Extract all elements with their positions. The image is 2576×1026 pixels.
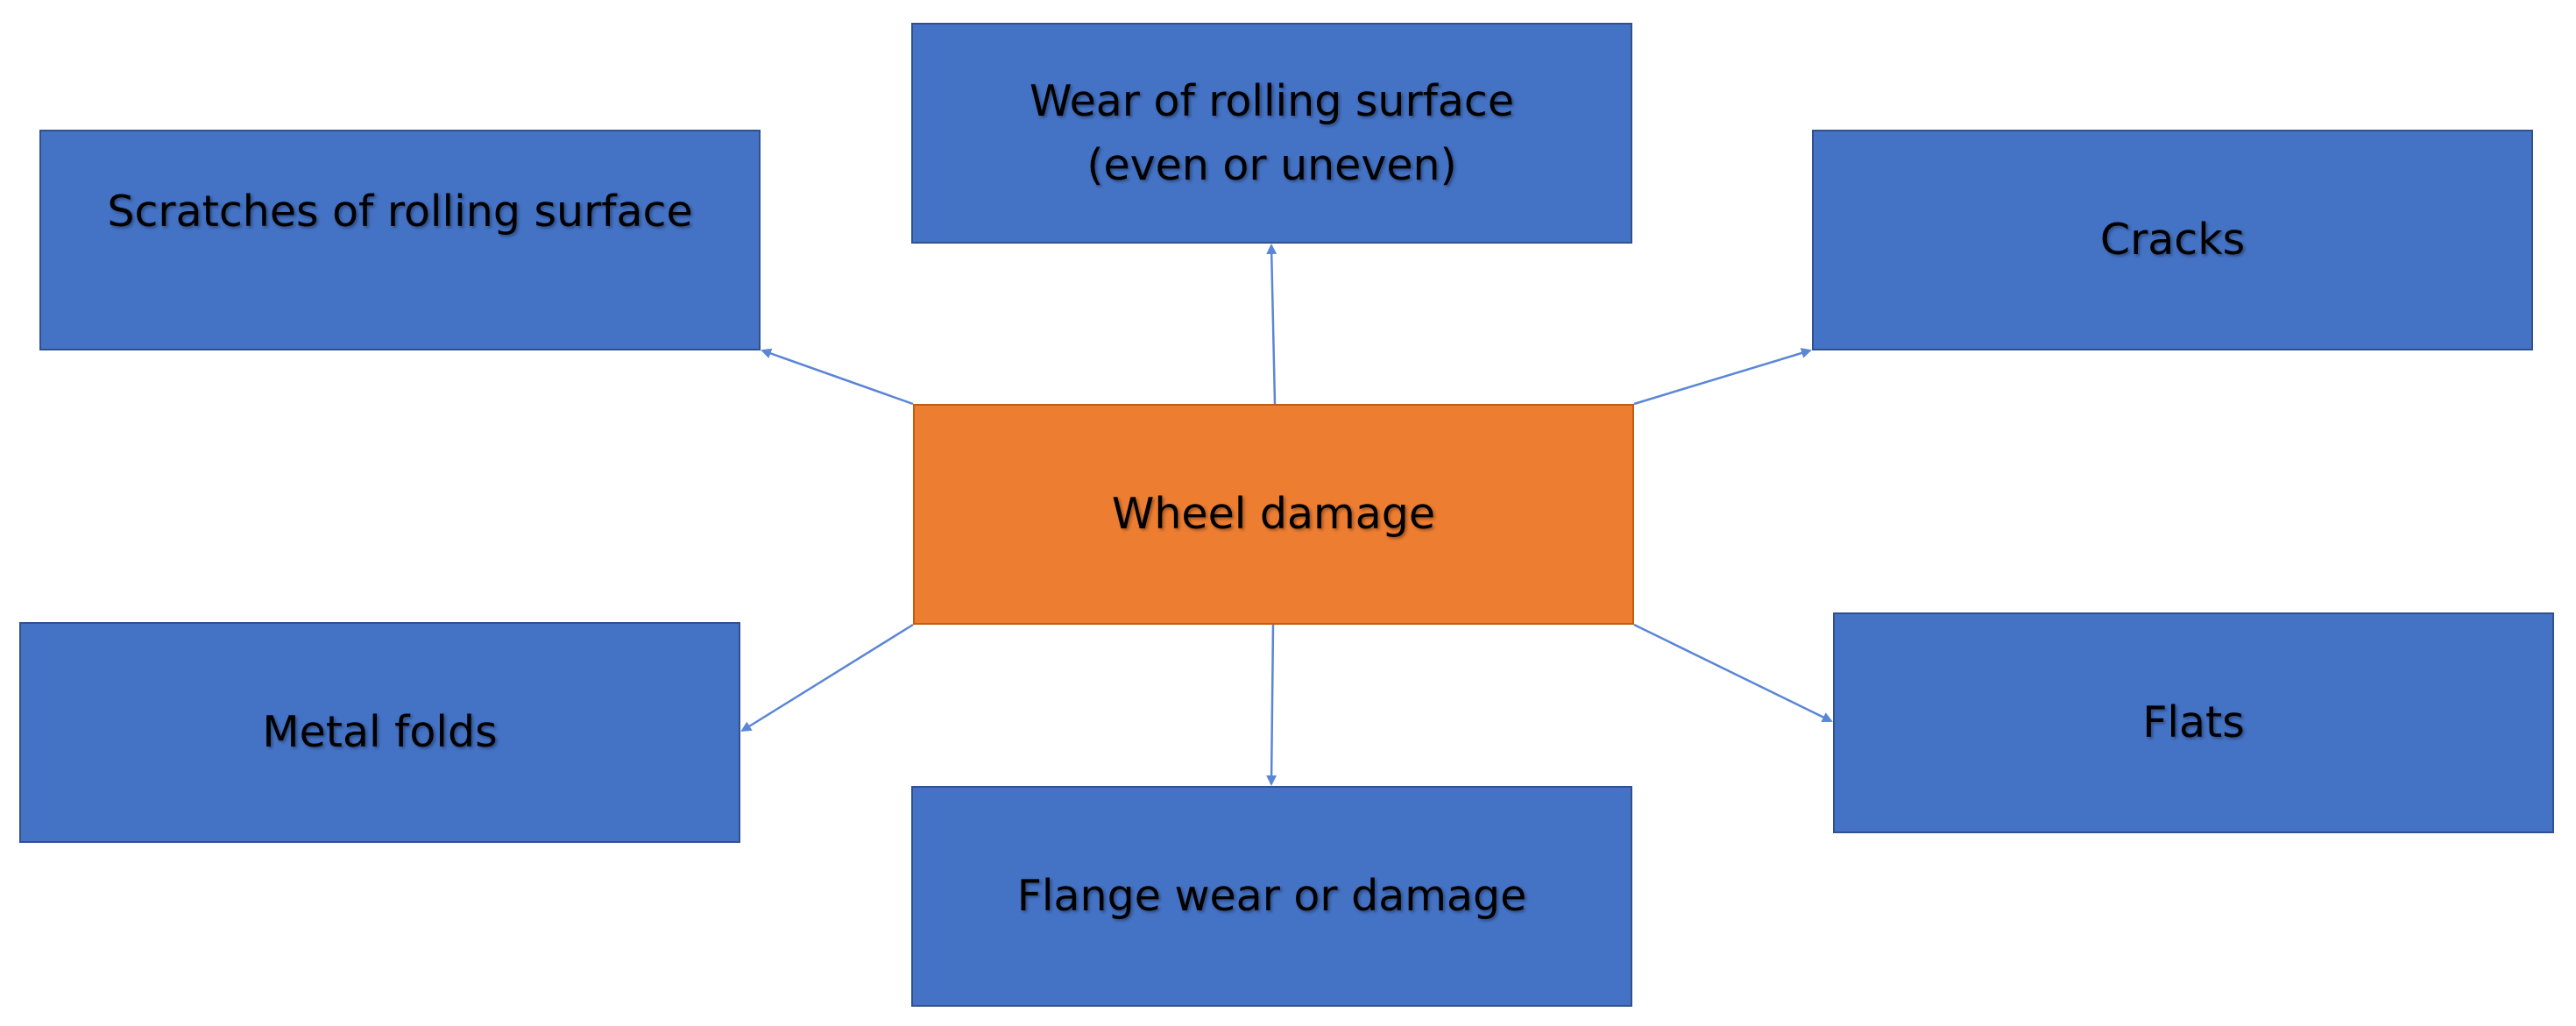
node-label: Scratches of rolling surface — [107, 187, 693, 237]
node-metal-folds: Metal folds — [19, 622, 740, 843]
node-flats: Flats — [1833, 612, 2554, 833]
arrow-to-metal-folds — [740, 623, 914, 732]
node-wear-of-rolling-surface: Wear of rolling surface (even or uneven) — [911, 23, 1632, 244]
node-label: Wear of rolling surface (even or uneven) — [1030, 75, 1514, 191]
node-flange-wear-or-damage: Flange wear or damage — [911, 786, 1632, 1007]
arrow-to-cracks — [1633, 348, 1812, 406]
node-label: Metal folds — [262, 707, 498, 758]
node-label: Flange wear or damage — [1016, 871, 1527, 922]
node-label: Flats — [2142, 697, 2245, 748]
arrow-to-flats — [1633, 623, 1833, 723]
node-scratches-of-rolling-surface: Scratches of rolling surface — [39, 130, 761, 350]
node-label: Cracks — [2099, 215, 2246, 265]
center-label: Wheel damage — [1111, 489, 1436, 540]
arrow-to-scratches — [761, 348, 914, 406]
node-cracks: Cracks — [1812, 130, 2533, 350]
arrow-to-flange — [1266, 624, 1277, 786]
arrow-to-wear — [1266, 244, 1277, 405]
node-wheel-damage-center: Wheel damage — [913, 404, 1634, 625]
